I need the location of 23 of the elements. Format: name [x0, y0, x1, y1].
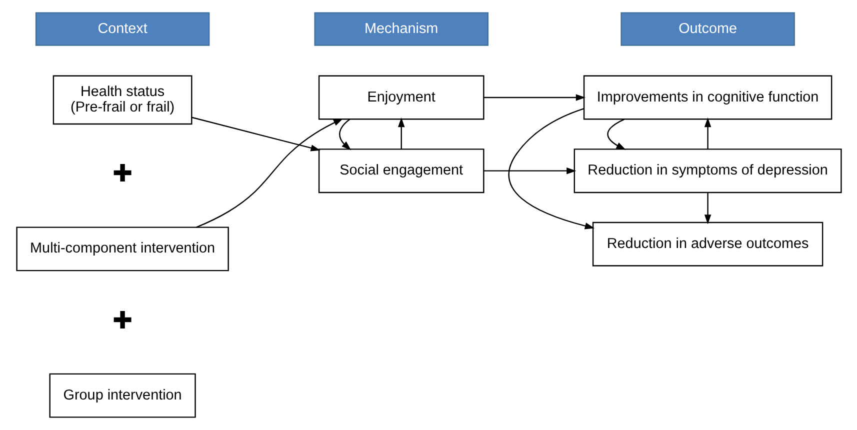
node-box: Reduction in adverse outcomes — [592, 222, 823, 266]
arrow — [484, 167, 576, 174]
arrow — [196, 118, 343, 228]
arrow — [338, 118, 351, 150]
label: ✚ — [112, 160, 132, 188]
node-box: Outcome — [620, 12, 794, 46]
label: ✚ — [112, 307, 132, 334]
arrow — [191, 116, 320, 152]
node-box: Multi-component intervention — [16, 226, 228, 272]
arrow — [508, 108, 594, 230]
node-box: Enjoyment — [318, 75, 484, 120]
node-box: Improvements in cognitive function — [582, 75, 832, 120]
node-box: Health status (Pre-frail or frail) — [52, 75, 192, 125]
arrow — [704, 117, 711, 150]
node-box: Reduction in symptoms of depression — [573, 148, 842, 194]
node-box: Mechanism — [314, 12, 488, 46]
arrow — [397, 117, 404, 150]
arrow — [606, 118, 626, 150]
node-box: Social engagement — [318, 148, 484, 194]
arrow — [484, 94, 586, 101]
node-box: Group intervention — [48, 373, 196, 418]
node-box: Context — [34, 12, 210, 46]
arrow — [704, 192, 711, 224]
